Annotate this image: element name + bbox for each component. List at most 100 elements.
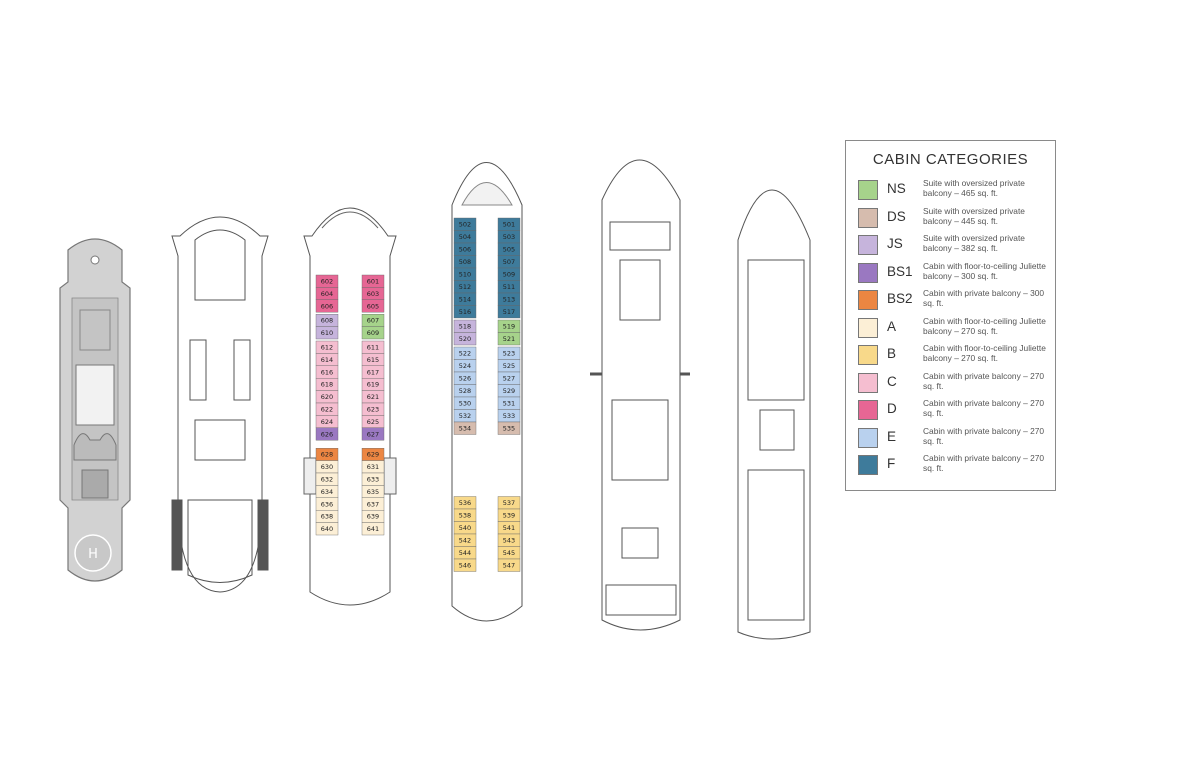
cabin-number: 610: [321, 329, 333, 337]
cabin-number: 537: [503, 499, 515, 507]
cabin-number: 526: [459, 375, 471, 383]
cabin-number: 601: [367, 278, 379, 286]
cabin-number: 614: [321, 356, 333, 364]
cabin-number: 630: [321, 463, 333, 471]
cabin-number: 621: [367, 393, 379, 401]
cabin-number: 632: [321, 476, 333, 484]
cabin-number: 522: [459, 350, 471, 358]
legend-swatch: [858, 207, 878, 228]
cabin-520[interactable]: [453, 332, 477, 346]
cabin-number: 504: [459, 233, 471, 241]
cabin-number: 527: [503, 375, 515, 383]
cabin-number: 524: [459, 362, 471, 370]
cabin-number: 507: [503, 258, 515, 266]
legend-description: Cabin with floor-to-ceiling Juliette bal…: [923, 260, 1046, 281]
legend-item-js: JS Suite with oversized private balcony –…: [858, 233, 1054, 259]
cabin-610[interactable]: [315, 326, 339, 340]
legend-swatch: [858, 180, 878, 200]
cabin-516[interactable]: [453, 305, 477, 319]
cabin-547[interactable]: [497, 558, 521, 572]
cabin-number: 519: [503, 323, 515, 331]
cabin-number: 641: [367, 525, 379, 533]
legend-swatch: [858, 262, 878, 283]
cabin-number: 634: [321, 488, 333, 496]
cabin-number: 629: [367, 451, 379, 459]
cabin-number: 505: [503, 246, 515, 254]
legend-code: D: [887, 401, 897, 416]
cabin-number: 511: [503, 283, 515, 291]
cabin-number: 502: [459, 221, 471, 229]
cabin-number: 624: [321, 418, 333, 426]
cabin-number: 606: [321, 302, 333, 310]
cabin-number: 525: [503, 362, 515, 370]
legend-description: Cabin with floor-to-ceiling Juliette bal…: [923, 315, 1046, 336]
legend-description: Suite with oversized private balcony – 4…: [923, 178, 1025, 198]
cabin-number: 523: [503, 350, 515, 358]
cabin-number: 602: [321, 278, 333, 286]
cabin-number: 535: [503, 425, 515, 433]
cabin-627[interactable]: [361, 427, 385, 441]
legend-item-ns: NS Suite with oversized private balcony –…: [858, 178, 1054, 204]
cabin-number: 530: [459, 400, 471, 408]
cabin-534[interactable]: [453, 421, 477, 435]
legend-code: NS: [887, 181, 906, 196]
legend-description: Suite with oversized private balcony – 4…: [923, 205, 1025, 226]
cabin-number: 538: [459, 512, 471, 520]
cabin-number: 619: [367, 381, 379, 389]
cabin-609[interactable]: [361, 326, 385, 340]
cabin-number: 627: [367, 430, 379, 438]
legend-title: CABIN CATEGORIES: [872, 151, 1029, 168]
cabin-number: 616: [321, 368, 333, 376]
cabin-number: 506: [459, 246, 471, 254]
legend-code: BS2: [887, 291, 913, 306]
legend-swatch: [858, 290, 878, 310]
legend-swatch: [858, 455, 878, 475]
cabin-number: 541: [503, 524, 515, 532]
cabin-605[interactable]: [361, 299, 385, 313]
legend-description: Suite with oversized private balcony – 3…: [923, 233, 1025, 253]
cabin-606[interactable]: [315, 299, 339, 313]
legend-code: C: [887, 373, 897, 389]
cabin-number: 517: [503, 308, 515, 316]
cabin-number: 639: [367, 513, 379, 521]
cabin-number: 618: [321, 381, 333, 389]
deck-2: [171, 216, 269, 593]
cabin-546[interactable]: [453, 558, 477, 572]
cabin-640[interactable]: [315, 522, 339, 536]
legend-code: F: [887, 456, 896, 471]
cabin-number: 604: [321, 290, 333, 298]
cabin-number: 636: [321, 500, 333, 508]
legend-code: E: [887, 428, 897, 444]
cabin-number: 633: [367, 476, 379, 484]
cabin-number: 547: [503, 562, 515, 570]
svg-text:H: H: [88, 547, 98, 562]
cabin-number: 617: [367, 368, 379, 376]
cabin-number: 532: [459, 412, 471, 420]
legend-description: Cabin with private balcony – 270 sq. ft.: [923, 370, 1045, 391]
cabin-number: 540: [459, 524, 471, 532]
cabin-641[interactable]: [361, 522, 385, 536]
cabin-number: 509: [503, 271, 515, 279]
cabin-number: 510: [459, 271, 471, 279]
cabin-521[interactable]: [497, 332, 521, 346]
cabin-number: 615: [367, 356, 379, 364]
cabin-517[interactable]: [497, 305, 521, 319]
legend-code: JS: [887, 236, 903, 251]
cabin-number: 637: [367, 500, 379, 508]
cabin-number: 622: [321, 406, 333, 414]
cabin-number: 620: [321, 393, 333, 401]
cabin-number: 503: [503, 233, 515, 241]
cabin-number: 623: [367, 406, 379, 414]
deck-helideck: H: [59, 238, 131, 582]
cabin-number: 625: [367, 418, 379, 426]
cabin-535[interactable]: [497, 421, 521, 435]
cabin-number: 508: [459, 258, 471, 266]
cabin-626[interactable]: [315, 427, 339, 441]
cabin-number: 611: [367, 344, 379, 352]
cabin-number: 531: [503, 400, 515, 408]
